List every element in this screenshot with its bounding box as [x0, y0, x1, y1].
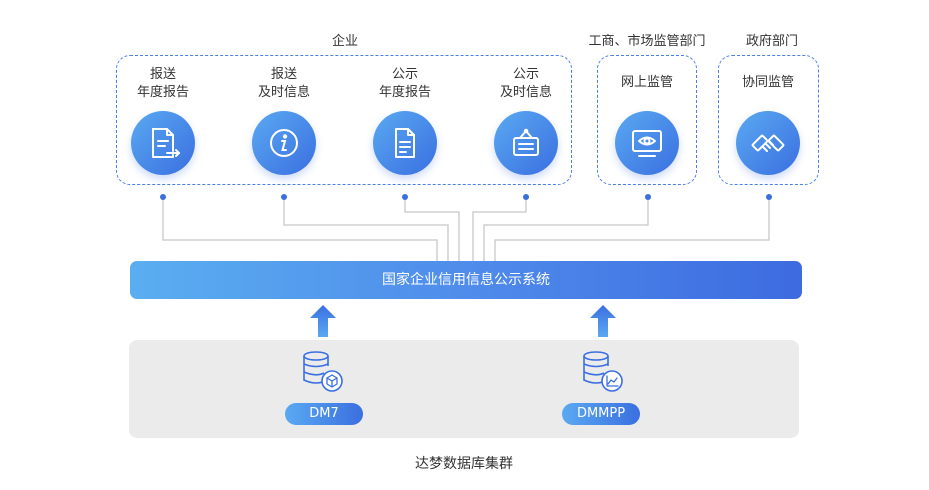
group-box-enterprise [116, 55, 572, 185]
item-label-publish-info: 公示及时信息 [499, 67, 552, 100]
dmmpp-node-label: DMMPP [562, 403, 640, 425]
item-label-publish-annual: 公示年度报告 [378, 67, 431, 100]
item-label-joint-supervision: 协同监管 [741, 75, 794, 90]
group-box-government [718, 55, 819, 185]
report-submit-icon [131, 111, 195, 175]
cluster-title: 达梦数据库集群 [415, 456, 513, 472]
monitor-eye-icon [615, 111, 679, 175]
item-label-report-annual: 报送年度报告 [136, 67, 189, 100]
group-title-enterprise: 企业 [331, 34, 358, 49]
dm7-node-label: DM7 [285, 403, 363, 425]
group-title-government: 政府部门 [745, 34, 798, 49]
system-bar: 国家企业信用信息公示系统 [130, 261, 802, 299]
group-title-commerce: 工商、市场监管部门 [588, 34, 706, 49]
arrow-up-icon [590, 305, 616, 337]
group-box-commerce [597, 55, 697, 185]
database-cube-icon [303, 351, 343, 392]
info-icon [252, 111, 316, 175]
item-label-report-info: 报送及时信息 [257, 67, 310, 100]
handshake-icon [736, 111, 800, 175]
notice-board-icon [494, 111, 558, 175]
item-label-online-supervision: 网上监管 [620, 75, 673, 90]
database-cluster-panel [129, 340, 799, 438]
database-chart-icon [583, 351, 623, 392]
document-icon [373, 111, 437, 175]
arrow-up-icon [310, 305, 336, 337]
